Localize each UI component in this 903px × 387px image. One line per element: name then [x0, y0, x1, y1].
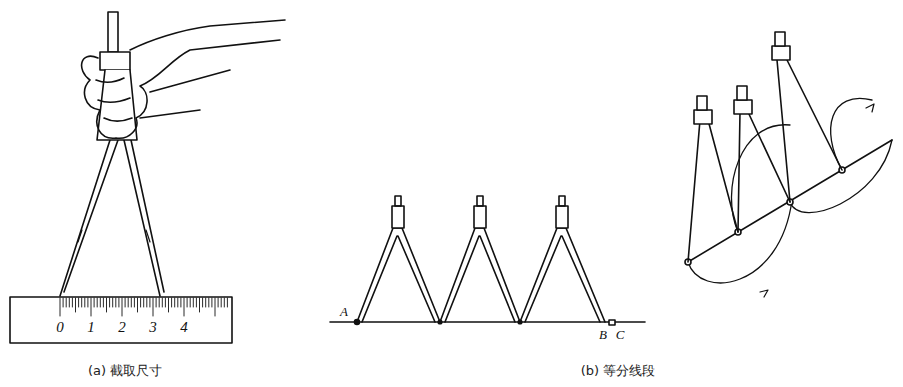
divider-steps — [330, 196, 645, 325]
ruler-tick — [106, 298, 107, 312]
ruler-tick — [156, 298, 157, 307]
ruler-tick — [140, 298, 141, 307]
ruler-tick — [205, 298, 206, 307]
ruler-tick — [184, 298, 185, 316]
ruler — [10, 297, 232, 343]
ruler-tick — [196, 298, 197, 307]
ruler-tick — [208, 298, 209, 307]
ruler-tick — [199, 298, 200, 312]
ruler-ticks — [60, 298, 227, 316]
ruler-tick — [60, 298, 61, 316]
compass-with-hand — [60, 12, 285, 296]
ruler-tick — [125, 298, 126, 307]
ruler-tick — [134, 298, 135, 307]
ruler-tick — [227, 298, 228, 307]
ruler-tick — [211, 298, 212, 307]
ruler-tick — [122, 298, 123, 316]
ruler-tick — [112, 298, 113, 307]
ruler-tick — [159, 298, 160, 307]
ruler-tick — [165, 298, 166, 307]
point-label: A — [340, 305, 348, 318]
ruler-tick — [118, 298, 119, 307]
ruler-tick — [177, 298, 178, 307]
ruler-tick — [215, 298, 216, 316]
ruler-tick — [162, 298, 163, 307]
ruler-tick — [218, 298, 219, 307]
ruler-number: 2 — [118, 320, 126, 335]
ruler-tick — [174, 298, 175, 307]
ruler-tick — [103, 298, 104, 307]
ruler-tick — [180, 298, 181, 307]
point-label: B — [599, 328, 607, 341]
ruler-tick — [78, 298, 79, 307]
ruler-tick — [69, 298, 70, 307]
ruler-tick — [87, 298, 88, 307]
ruler-number: 0 — [56, 320, 64, 335]
figure-caption: (b) 等分线段 — [581, 364, 656, 377]
ruler-tick — [146, 298, 147, 307]
rotating-dividers — [685, 32, 892, 297]
ruler-number: 3 — [149, 320, 157, 335]
ruler-tick — [149, 298, 150, 307]
ruler-tick — [153, 298, 154, 316]
ruler-tick — [171, 298, 172, 307]
ruler-tick — [131, 298, 132, 307]
ruler-tick — [94, 298, 95, 307]
ruler-tick — [187, 298, 188, 307]
ruler-tick — [75, 298, 76, 312]
ruler-tick — [193, 298, 194, 307]
ruler-tick — [72, 298, 73, 307]
ruler-tick — [100, 298, 101, 307]
figure-caption: (a) 截取尺寸 — [88, 364, 162, 377]
ruler-tick — [202, 298, 203, 307]
ruler-tick — [63, 298, 64, 307]
ruler-tick — [168, 298, 169, 312]
ruler-tick — [143, 298, 144, 307]
ruler-tick — [221, 298, 222, 307]
ruler-tick — [128, 298, 129, 307]
ruler-tick — [224, 298, 225, 307]
ruler-tick — [137, 298, 138, 312]
ruler-number: 4 — [180, 320, 188, 335]
ruler-tick — [190, 298, 191, 307]
ruler-tick — [84, 298, 85, 307]
ruler-tick — [109, 298, 110, 307]
ruler-tick — [66, 298, 67, 307]
ruler-tick — [115, 298, 116, 307]
ruler-tick — [91, 298, 92, 316]
point-label: C — [616, 328, 625, 341]
ruler-tick — [97, 298, 98, 307]
ruler-number: 1 — [87, 320, 95, 335]
ruler-tick — [81, 298, 82, 307]
